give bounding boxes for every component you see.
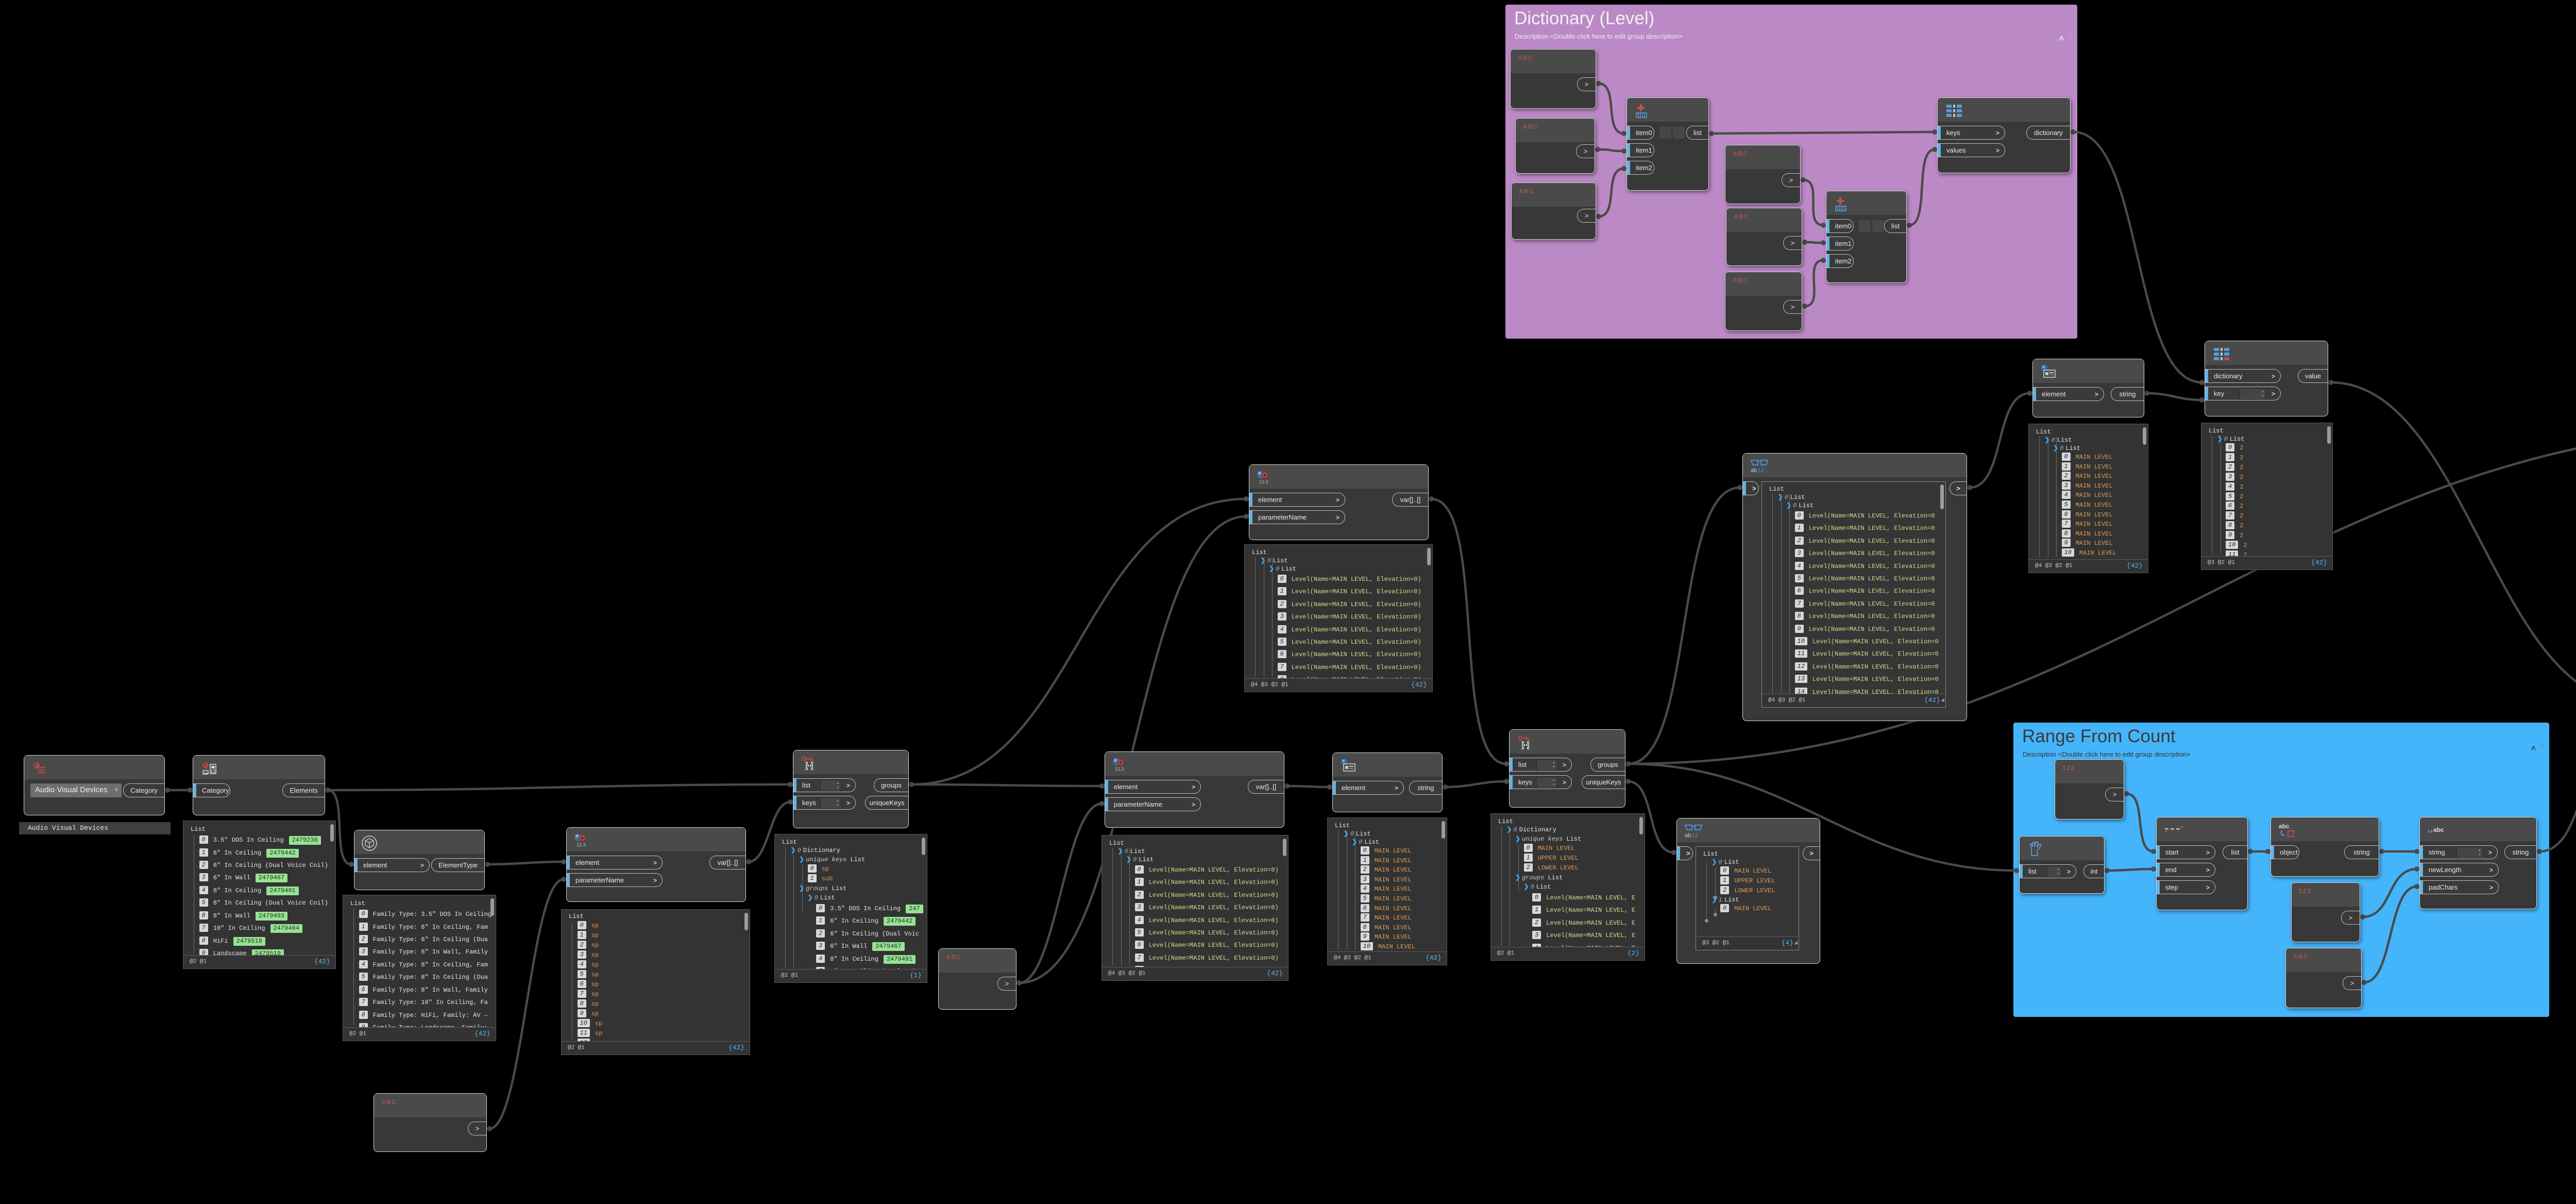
svg-text:ab: ab xyxy=(1685,832,1691,839)
svg-text:12.3: 12.3 xyxy=(1115,766,1124,772)
svg-text:12.3: 12.3 xyxy=(1259,479,1268,484)
svg-text:abc: abc xyxy=(2433,826,2444,833)
svg-text:12.3: 12.3 xyxy=(577,842,586,847)
svg-text:12: 12 xyxy=(1692,832,1698,839)
svg-text:12: 12 xyxy=(1758,467,1764,474)
svg-text:ab: ab xyxy=(1751,467,1757,474)
svg-text:abc: abc xyxy=(2279,823,2290,830)
